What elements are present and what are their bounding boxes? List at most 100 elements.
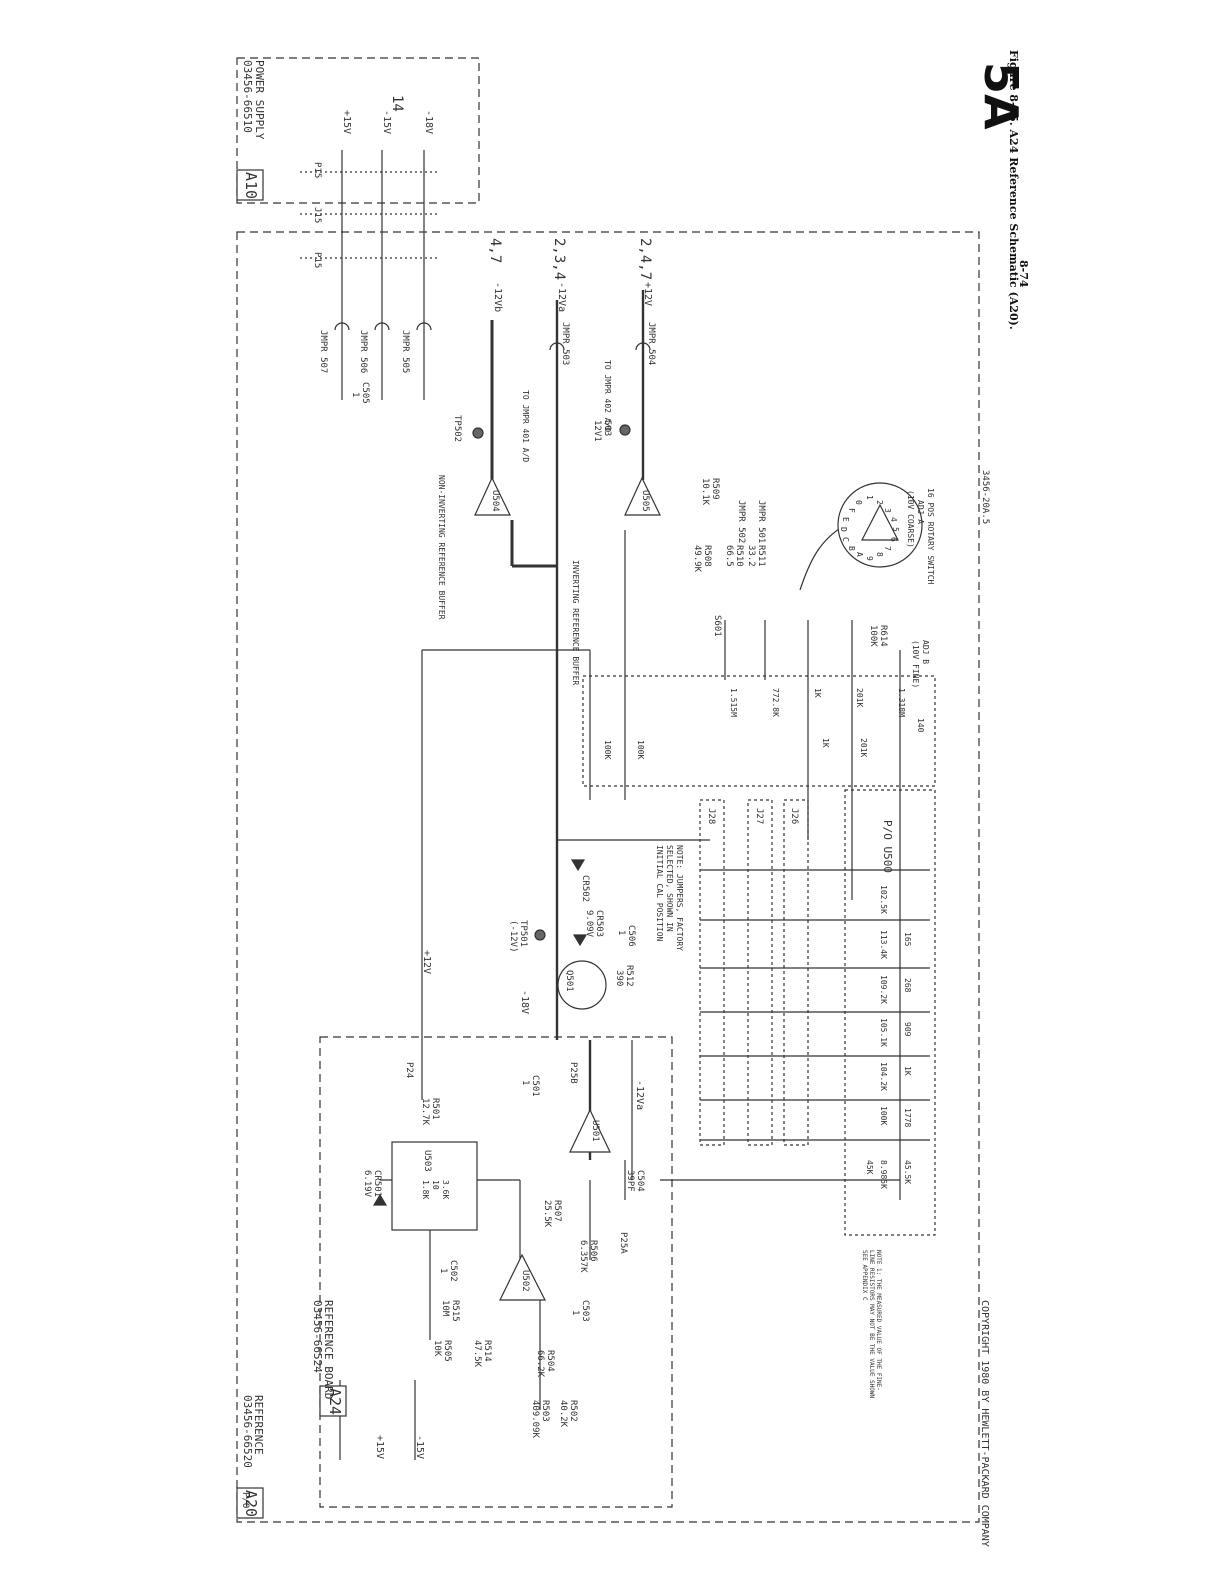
switch-pos-3: 3 xyxy=(883,508,892,513)
jumper-note: NOTE: JUMPERS, FACTORY SELECTED, SHOWN I… xyxy=(655,845,684,951)
u500-res-5: 1.318M xyxy=(897,688,906,717)
conn-p15-label: P15 xyxy=(312,252,322,269)
r501-ref: R501 xyxy=(430,1098,440,1120)
jmpr507-label: JMPR 507 xyxy=(318,330,328,374)
r504-value: 66.2K xyxy=(535,1350,545,1378)
jmpr503-symbol xyxy=(549,342,565,351)
switch-pos-5: 5 xyxy=(891,527,900,532)
rail-minus12va-label: -12Va xyxy=(556,282,567,313)
cr501-value: 6.19V xyxy=(362,1170,372,1198)
r511-ref: R511 xyxy=(756,545,766,567)
net-res-11: 909 xyxy=(903,1022,912,1037)
switch-pos-c: C xyxy=(841,537,850,542)
c501-value: 1 xyxy=(520,1080,530,1086)
c506-value: 1 xyxy=(616,930,626,936)
c501-ref: C501 xyxy=(530,1075,540,1097)
u502-ref: U502 xyxy=(520,1270,530,1292)
net-res-2: 113.4K xyxy=(879,930,888,959)
r514-ref: R514 xyxy=(482,1340,492,1362)
r512-value: 390 xyxy=(614,970,624,987)
r508-value: 49.9K xyxy=(692,545,702,573)
rail-plus15v-label: +15V xyxy=(341,110,352,135)
jmpr505-label: JMPR 505 xyxy=(400,330,410,374)
switch-title: 16 POS ROTARY SWITCH xyxy=(926,488,935,585)
r512-ref: R512 xyxy=(624,965,634,987)
r614-ref: R614 xyxy=(878,625,888,647)
u504-ref: U504 xyxy=(490,490,500,512)
rail-minus18v-label: -18V xyxy=(423,110,434,135)
switch-pos-1: 1 xyxy=(865,495,874,500)
a20-prefix: P/O xyxy=(240,1492,250,1509)
r509-value: 10.1K xyxy=(700,478,710,506)
jmpr504-label: JMPR 504 xyxy=(646,322,656,366)
u500-res-9: 1K xyxy=(821,738,830,748)
rotary-switch-symbol xyxy=(837,482,923,568)
r502-ref: R502 xyxy=(568,1400,578,1422)
r506-value: 6.357K xyxy=(578,1240,588,1273)
u500-res-3: 1K xyxy=(813,688,822,698)
c504-value: 39PF xyxy=(625,1170,635,1192)
net-res-7: 45K xyxy=(865,1160,874,1175)
u503-value-3: 3.6K xyxy=(441,1180,450,1200)
net-res-6: 100K xyxy=(879,1106,888,1126)
rail-a24-plus15-label: +15V xyxy=(374,1435,385,1460)
r505-value: 10K xyxy=(432,1340,442,1357)
cr501-ref: CR501 xyxy=(372,1170,382,1198)
jmpr505-symbol xyxy=(416,322,432,331)
r503-ref: R503 xyxy=(540,1400,550,1422)
a10-part: 03456-66510 xyxy=(241,60,254,133)
copyright: COPYRIGHT 1980 BY HEWLETT-PACKARD COMPAN… xyxy=(979,1300,990,1547)
r509-ref: R509 xyxy=(710,478,720,500)
a10-designator: A10 xyxy=(242,172,260,200)
u500-res-1: 1.515M xyxy=(729,688,738,717)
r515-value: 10M xyxy=(440,1300,450,1317)
switch-pos-9: 9 xyxy=(865,556,874,561)
u501-ref: U501 xyxy=(590,1120,600,1142)
tp502-label: TP502 xyxy=(452,415,462,443)
drawing-number: 3456-20A.5 xyxy=(980,470,990,525)
switch-pos-b: B xyxy=(847,546,856,551)
switch-pos-7: 7 xyxy=(883,546,892,551)
switch-pos-4: 4 xyxy=(889,517,898,522)
c506-ref: C506 xyxy=(626,925,636,947)
r507-ref: R507 xyxy=(552,1200,562,1222)
conn-p25a-label: P25A xyxy=(618,1232,628,1254)
u503-ref: U503 xyxy=(422,1150,432,1172)
a10-box xyxy=(236,169,264,201)
wiring xyxy=(236,57,980,1523)
conn-j27-label: J27 xyxy=(754,808,764,825)
a20-part: 03456-66520 xyxy=(241,1395,254,1468)
net-res-5: 104.2K xyxy=(879,1062,888,1091)
conn-j26-label: J26 xyxy=(789,808,799,825)
c504-ref: C504 xyxy=(635,1170,645,1192)
u500-res-4: 201K xyxy=(855,688,864,708)
jmpr501-label: JMPR 501 xyxy=(756,500,766,544)
u500-label: P/O U500 xyxy=(881,820,894,873)
rail-12v-bus-label: +12V xyxy=(421,950,432,975)
net-res-10: 268 xyxy=(903,978,912,993)
jmpr503-label: JMPR 503 xyxy=(560,322,570,366)
figure-number-text: Figure 8-65. xyxy=(1007,50,1020,126)
u503-value-2: 10 xyxy=(431,1180,440,1190)
r503-value: 409.09K xyxy=(530,1400,540,1438)
switch-pos-d: D xyxy=(839,527,848,532)
s601-ref: S601 xyxy=(712,615,722,637)
q501-ref: Q501 xyxy=(564,970,574,992)
switch-pos-a: A xyxy=(855,552,864,557)
rail-minus12vb-ref: 4,7 xyxy=(487,238,503,264)
switch-pos-e: E xyxy=(841,517,850,522)
r514-value: 47.5K xyxy=(472,1340,482,1368)
to-jmpr401-label: TO JMPR 401 A/D xyxy=(521,390,530,463)
tp503-symbol xyxy=(619,424,631,436)
jmpr506-label: JMPR 506 xyxy=(358,330,368,374)
tp502-symbol xyxy=(472,427,484,439)
switch-pos-f: F xyxy=(847,508,856,513)
switch-pointer xyxy=(799,524,846,591)
u500-res-6: 140 xyxy=(916,718,925,733)
c502-ref: C502 xyxy=(448,1260,458,1282)
jmpr504-symbol xyxy=(635,342,651,351)
u503-box xyxy=(391,1141,478,1231)
c503-ref: C503 xyxy=(580,1300,590,1322)
u505-function: INVERTING REFERENCE BUFFER xyxy=(571,560,580,686)
net-res-9: 165 xyxy=(903,932,912,947)
